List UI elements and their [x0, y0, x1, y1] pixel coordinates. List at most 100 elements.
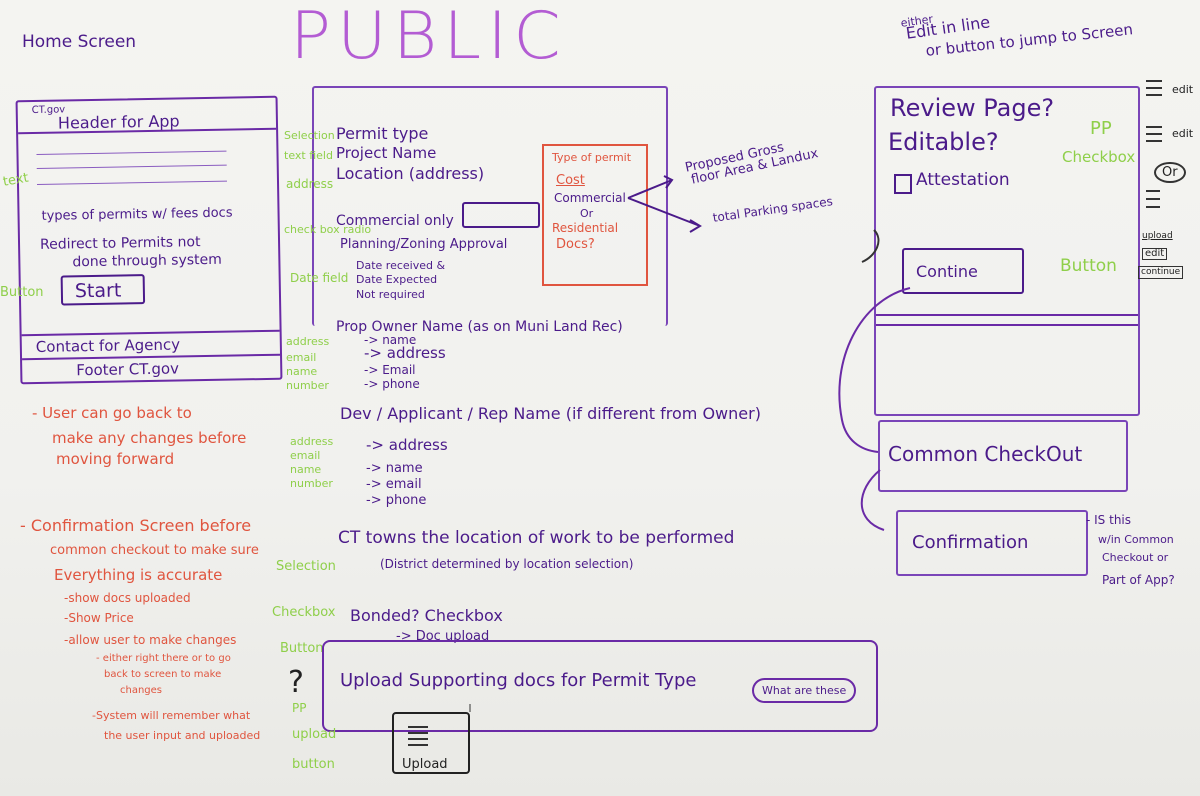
review-footer-line-2 [876, 324, 1138, 326]
redirect-line-1: Redirect to Permits not [39, 234, 201, 253]
total-parking: total Parking spaces [711, 194, 834, 225]
upload-button[interactable]: Upload [392, 712, 470, 774]
start-button-label: Start [74, 279, 122, 303]
green-label-pp: PP [292, 701, 307, 715]
common-checkout-label: Common CheckOut [888, 442, 1083, 466]
side-upload[interactable]: upload [1142, 231, 1173, 241]
side-edit-2[interactable]: edit [1172, 127, 1194, 140]
note-go-back-1: - User can go back to [32, 404, 192, 422]
note-go-back-2: make any changes before [52, 429, 247, 447]
continue-button[interactable]: Contine [902, 248, 1024, 294]
not-required: Not required [356, 288, 425, 301]
green-label-checkbox: Checkbox [272, 605, 336, 620]
or-text: Or [580, 207, 594, 220]
confirmation-box: Confirmation [896, 510, 1088, 576]
owner-email-field[interactable]: -> Email [364, 363, 416, 377]
note-confirm-11: the user input and uploaded [104, 729, 261, 742]
attestation-checkbox[interactable] [894, 174, 912, 194]
permit-types-line: types of permits w/ fees docs [41, 205, 233, 224]
note-go-back-3: moving forward [56, 450, 175, 468]
app-address-field[interactable]: -> address [366, 436, 448, 454]
commercial-input-box[interactable] [462, 202, 540, 228]
green-label-selection: Selection [284, 129, 335, 142]
permit-type-field[interactable]: Permit type [336, 124, 429, 143]
green-app-name: name [290, 463, 322, 476]
contact-agency-link[interactable]: Contact for Agency [35, 335, 181, 356]
review-green-pp: PP [1090, 118, 1112, 139]
green-label-checkbox-radio: check box radio [284, 223, 372, 236]
upload-supporting-box: Upload Supporting docs for Permit Type W… [322, 640, 878, 732]
start-button[interactable]: Start [60, 274, 146, 306]
green-app-address: address [290, 435, 334, 448]
home-screen-label: Home Screen [22, 32, 137, 52]
confirmation-note-3: Checkout or [1102, 551, 1169, 564]
green-owner-number: number [286, 379, 329, 392]
side-edit-1[interactable]: edit [1172, 83, 1194, 96]
confirmation-note-2: w/in Common [1098, 533, 1174, 546]
text-line [37, 180, 227, 185]
upload-button-label: Upload [402, 757, 448, 772]
review-page-title: Review Page? [890, 94, 1055, 122]
prop-owner-heading: Prop Owner Name (as on Muni Land Rec) [336, 319, 623, 335]
text-line [36, 150, 227, 155]
side-continue[interactable]: continue [1138, 266, 1184, 279]
green-label-selection-2: Selection [276, 559, 336, 574]
location-field[interactable]: Location (address) [336, 164, 485, 183]
question-mark: ? [288, 665, 304, 700]
confirmation-note-4: Part of App? [1102, 573, 1175, 587]
green-label-address: address [286, 177, 334, 191]
side-edit-3[interactable]: edit [1142, 248, 1168, 260]
note-confirm-10: -System will remember what [92, 709, 251, 722]
continue-button-label: Contine [916, 262, 978, 281]
confirmation-label: Confirmation [912, 532, 1029, 553]
bonded-checkbox[interactable]: Bonded? Checkbox [350, 606, 503, 625]
note-confirm-2: common checkout to make sure [50, 543, 259, 558]
green-owner-name: name [286, 365, 318, 378]
owner-address-field[interactable]: -> address [364, 344, 446, 362]
type-of-permit-title: Type of permit [552, 151, 632, 164]
green-label-button-3: button [292, 757, 335, 772]
green-label-textfield: text field [284, 149, 333, 162]
green-label-button-2: Button [280, 641, 324, 656]
doc-upload-link[interactable]: -> Doc upload [396, 629, 490, 644]
commercial-option[interactable]: Commercial [554, 191, 626, 205]
green-label-upload: upload [292, 727, 337, 742]
commercial-only-field[interactable]: Commercial only [336, 213, 454, 229]
note-confirm-1: - Confirmation Screen before [20, 516, 252, 535]
note-confirm-9: changes [120, 685, 163, 696]
app-email-field[interactable]: -> email [366, 477, 422, 492]
app-name-field[interactable]: -> name [366, 461, 423, 476]
owner-name-field[interactable]: -> name [364, 333, 417, 347]
owner-phone-field[interactable]: -> phone [364, 377, 420, 391]
cost-item: Cost [556, 173, 585, 188]
green-owner-email: email [286, 351, 317, 364]
side-or: Or [1154, 162, 1186, 183]
project-name-field[interactable]: Project Name [336, 144, 437, 162]
note-confirm-4: -show docs uploaded [64, 591, 191, 605]
note-confirm-7: - either right there or to go [96, 653, 231, 664]
footer-text: Footer CT.gov [76, 359, 180, 380]
home-screen-wireframe: CT.gov Header for App types of permits w… [15, 95, 283, 385]
what-are-these-note: What are these [752, 678, 857, 703]
review-green-button: Button [1060, 256, 1117, 276]
app-phone-field[interactable]: -> phone [366, 493, 427, 508]
residential-option[interactable]: Residential [552, 221, 619, 235]
upload-supporting-text: Upload Supporting docs for Permit Type [340, 670, 697, 691]
edit-line-icon [1146, 190, 1164, 220]
planning-zoning-field[interactable]: Planning/Zoning Approval [340, 237, 508, 252]
note-confirm-5: -Show Price [64, 611, 134, 625]
note-confirm-6: -allow user to make changes [64, 633, 237, 647]
green-app-email: email [290, 449, 321, 462]
date-received: Date received & [356, 259, 446, 272]
green-label-date-field: Date field [290, 271, 349, 285]
note-confirm-3: Everything is accurate [54, 566, 223, 584]
review-green-checkbox: Checkbox [1062, 148, 1136, 166]
review-page-editable: Editable? [888, 128, 999, 156]
whiteboard-title: PUBLIC [290, 0, 567, 75]
ct-towns-field[interactable]: CT towns the location of work to be perf… [338, 528, 735, 548]
green-app-number: number [290, 477, 333, 490]
green-owner-address: address [286, 335, 330, 348]
applicant-heading: Dev / Applicant / Rep Name (if different… [340, 404, 761, 423]
common-checkout-box: Common CheckOut [878, 420, 1128, 492]
redirect-line-2: done through system [72, 251, 222, 271]
